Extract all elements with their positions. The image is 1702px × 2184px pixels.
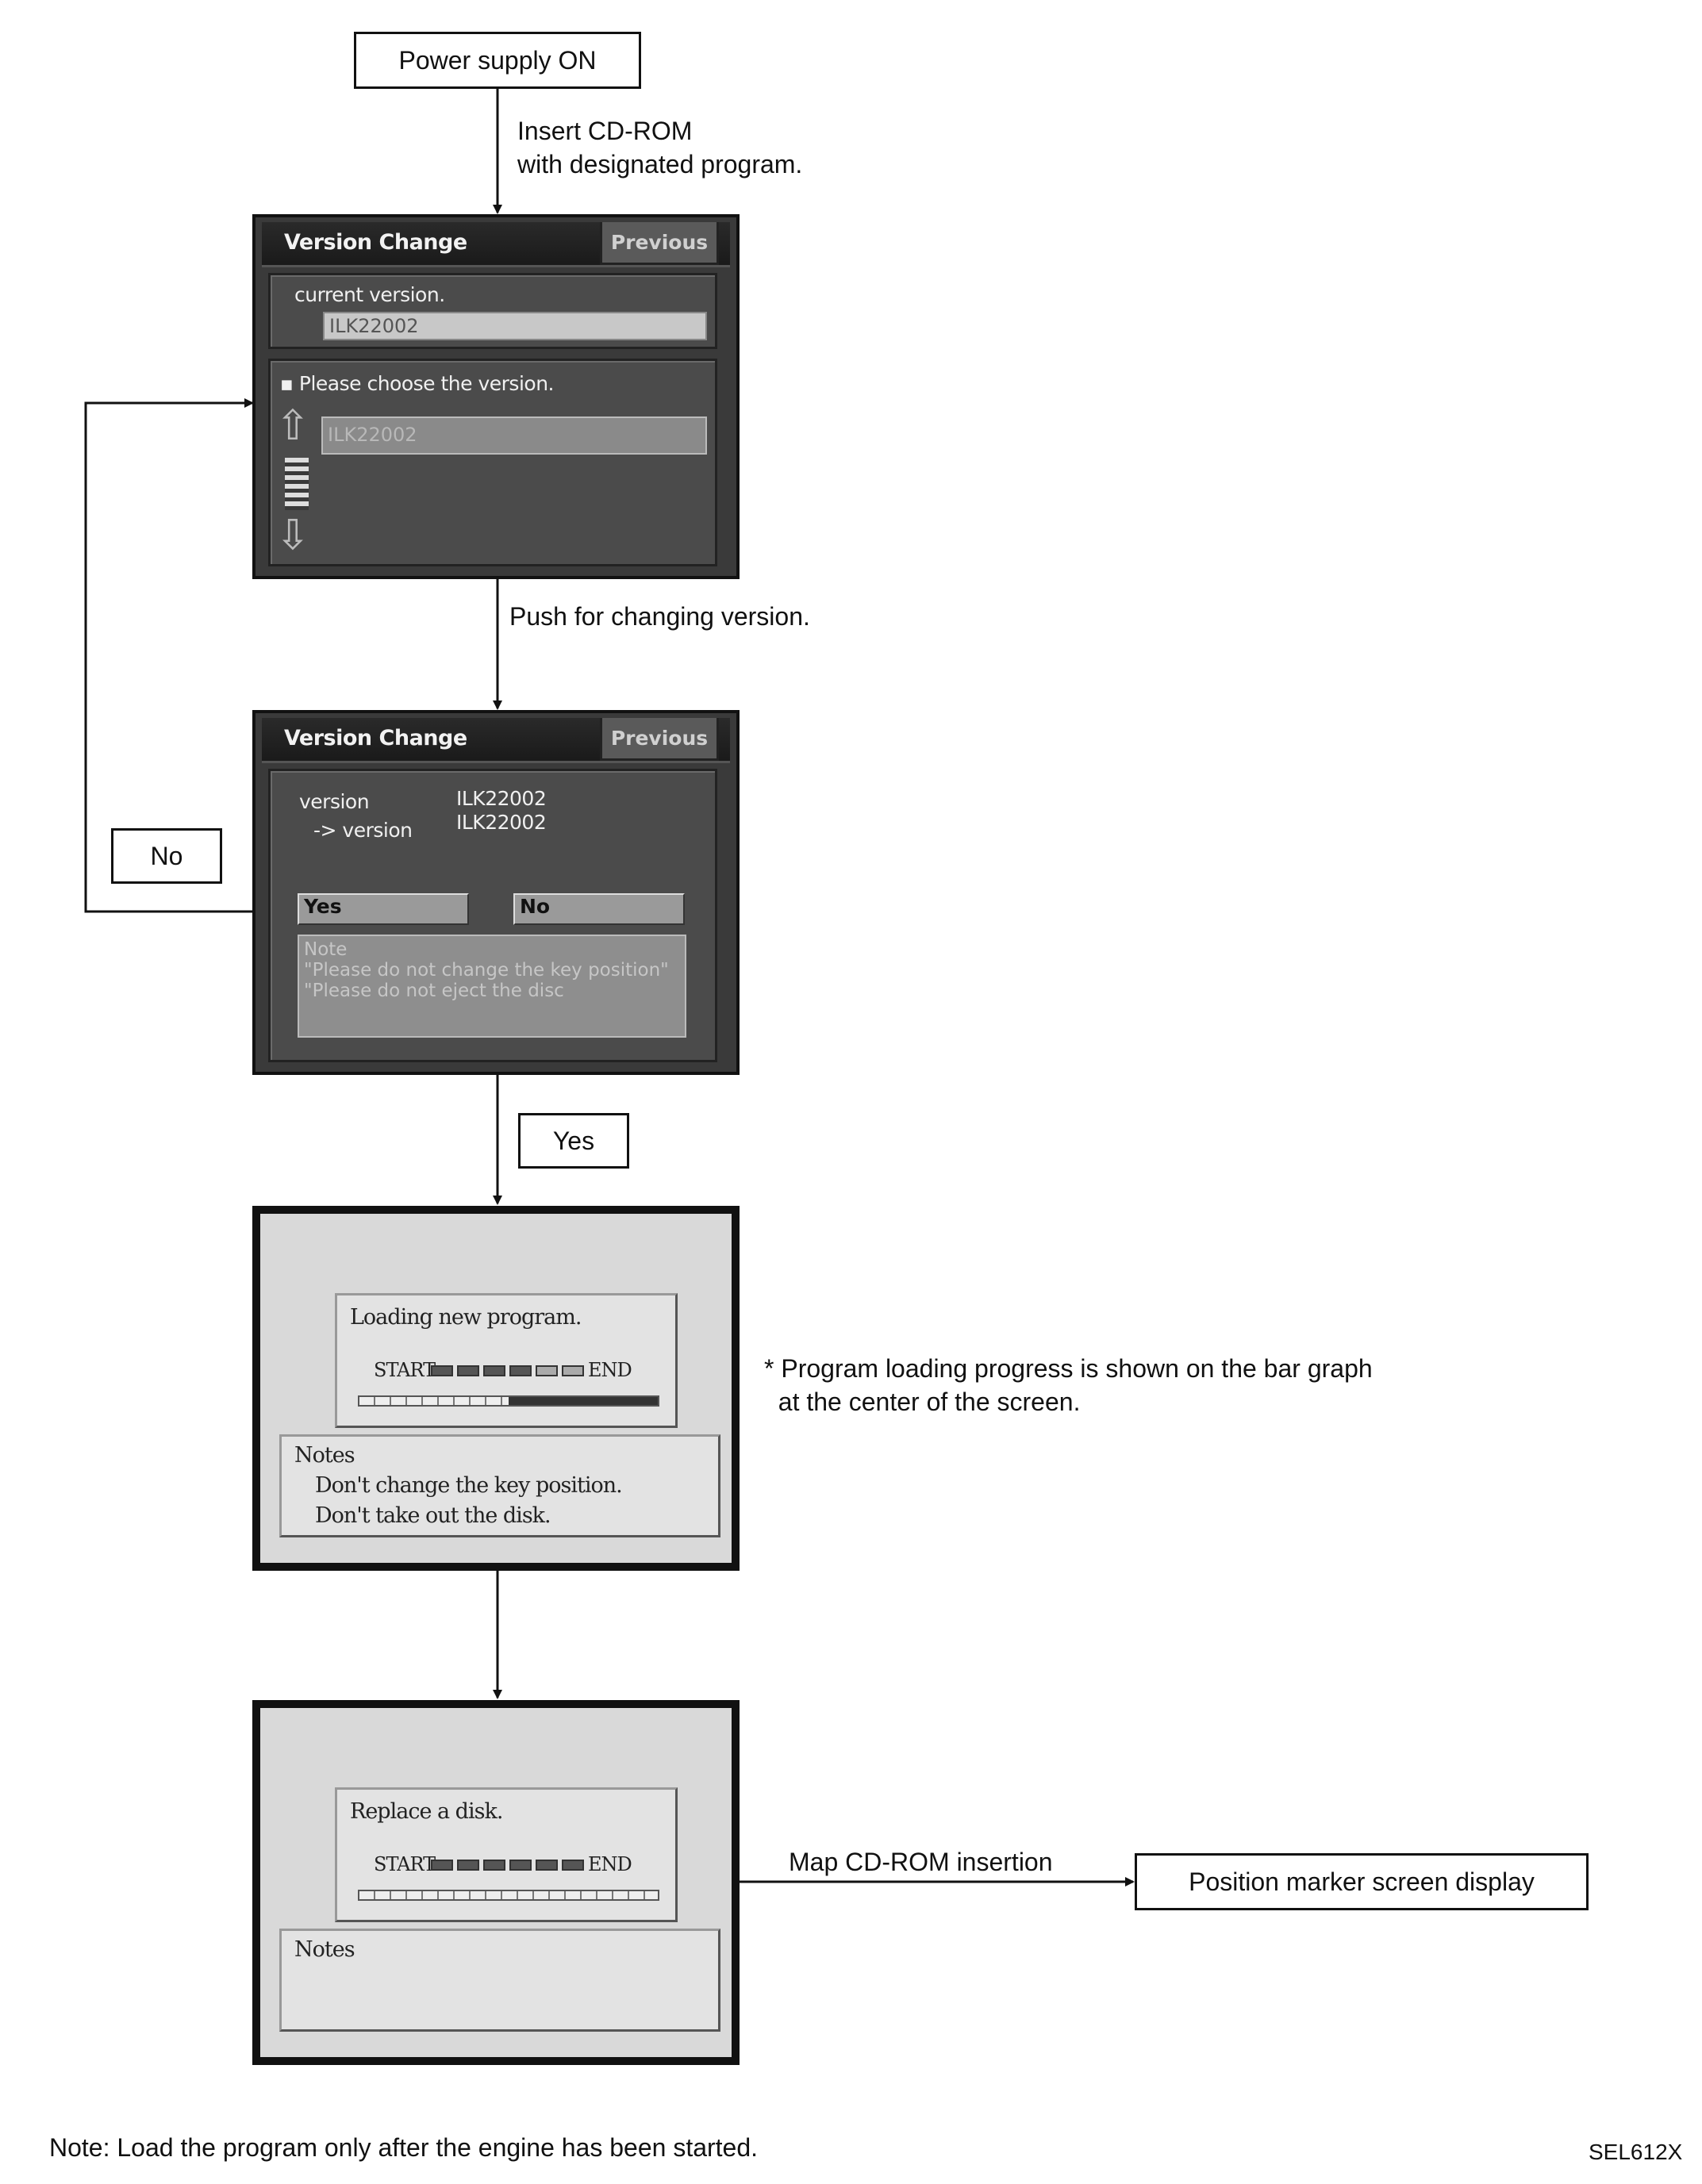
title-bar: Version Change Previous: [262, 718, 730, 763]
version-value-2: ILK22002: [456, 811, 547, 834]
arrow-no-loop: [84, 398, 254, 913]
choose-version-panel: ▪ Please choose the version. ILK22002 ⇧ …: [268, 359, 717, 566]
yes-box-text: Yes: [552, 1126, 595, 1155]
scrollbar[interactable]: [285, 458, 309, 510]
notes-title: Notes: [294, 1937, 355, 1962]
loading-screen: Loading new program. START END Notes Don…: [252, 1206, 740, 1571]
notes-panel: Notes: [279, 1929, 720, 2032]
version-label: version: [299, 790, 370, 813]
version-select-button[interactable]: ILK22002: [321, 416, 707, 455]
no-box: No: [111, 828, 222, 884]
yes-button[interactable]: Yes: [298, 893, 469, 925]
footer-note: Note: Load the program only after the en…: [49, 2133, 759, 2162]
choose-version-text: Please choose the version.: [298, 372, 555, 395]
progress-fill: [509, 1397, 658, 1405]
figure-code: SEL612X: [1589, 2140, 1683, 2164]
power-supply-on-text: Power supply ON: [398, 45, 597, 75]
progress-segment: [483, 1860, 505, 1871]
progress-segment: [562, 1365, 584, 1376]
note-key-position: Don't change the key position.: [315, 1473, 623, 1498]
current-version-field: ILK22002: [323, 312, 707, 340]
current-version-panel: current version. ILK22002: [268, 273, 717, 349]
progress-note-label: * Program loading progress is shown on t…: [764, 1354, 1373, 1416]
screen-title: Version Change: [284, 230, 467, 255]
position-marker-text: Position marker screen display: [1189, 1867, 1535, 1896]
progress-segment: [509, 1365, 532, 1376]
progress-segment: [457, 1365, 479, 1376]
progress-segment: [431, 1860, 453, 1871]
progress-segment: [562, 1860, 584, 1871]
replace-disk-screen: Replace a disk. START END Notes: [252, 1700, 740, 2065]
insert-cd-label: Insert CD-ROM with designated program.: [517, 117, 803, 178]
loading-panel: Loading new program. START END: [335, 1293, 678, 1428]
previous-button[interactable]: Previous: [600, 222, 719, 265]
confirm-panel: version -> version ILK22002 ILK22002 Yes…: [268, 769, 717, 1062]
scroll-down-arrow-icon[interactable]: ⇩: [275, 512, 310, 559]
progress-segment: [431, 1365, 453, 1376]
loading-message: Loading new program.: [350, 1305, 582, 1330]
end-label: END: [588, 1853, 632, 1875]
push-change-label: Push for changing version.: [509, 602, 810, 631]
progress-segment: [457, 1860, 479, 1871]
version-arrow-label: -> version: [313, 819, 413, 842]
progress-segment: [536, 1860, 558, 1871]
no-box-text: No: [150, 841, 183, 870]
yes-box: Yes: [518, 1113, 629, 1169]
start-label: START: [374, 1853, 436, 1875]
version-value-1: ILK22002: [456, 787, 547, 810]
note-disk: Don't take out the disk.: [315, 1503, 551, 1528]
current-version-label: current version.: [294, 283, 445, 306]
choose-version-label: ▪ Please choose the version.: [280, 372, 555, 395]
version-change-screen-1: Version Change Previous current version.…: [252, 214, 740, 579]
progress-segment: [483, 1365, 505, 1376]
notes-title: Notes: [294, 1443, 355, 1468]
position-marker-box: Position marker screen display: [1135, 1853, 1589, 1910]
no-button[interactable]: No: [513, 893, 685, 925]
scroll-up-arrow-icon[interactable]: ⇧: [275, 402, 310, 450]
end-label: END: [588, 1359, 632, 1381]
progress-segment: [509, 1860, 532, 1871]
title-bar: Version Change Previous: [262, 222, 730, 267]
replace-message: Replace a disk.: [350, 1799, 503, 1824]
map-insertion-label: Map CD-ROM insertion: [789, 1848, 1053, 1876]
progress-segment: [536, 1365, 558, 1376]
notes-panel: Notes Don't change the key position. Don…: [279, 1434, 720, 1537]
progress-bar: [358, 1395, 659, 1407]
replace-panel: Replace a disk. START END: [335, 1787, 678, 1922]
previous-button[interactable]: Previous: [600, 718, 719, 761]
progress-bar: [358, 1890, 659, 1901]
power-supply-on-box: Power supply ON: [354, 32, 641, 89]
screen-title: Version Change: [284, 726, 467, 750]
version-change-screen-2: Version Change Previous version -> versi…: [252, 710, 740, 1075]
start-label: START: [374, 1359, 436, 1381]
note-box: Note "Please do not change the key posit…: [298, 935, 686, 1038]
